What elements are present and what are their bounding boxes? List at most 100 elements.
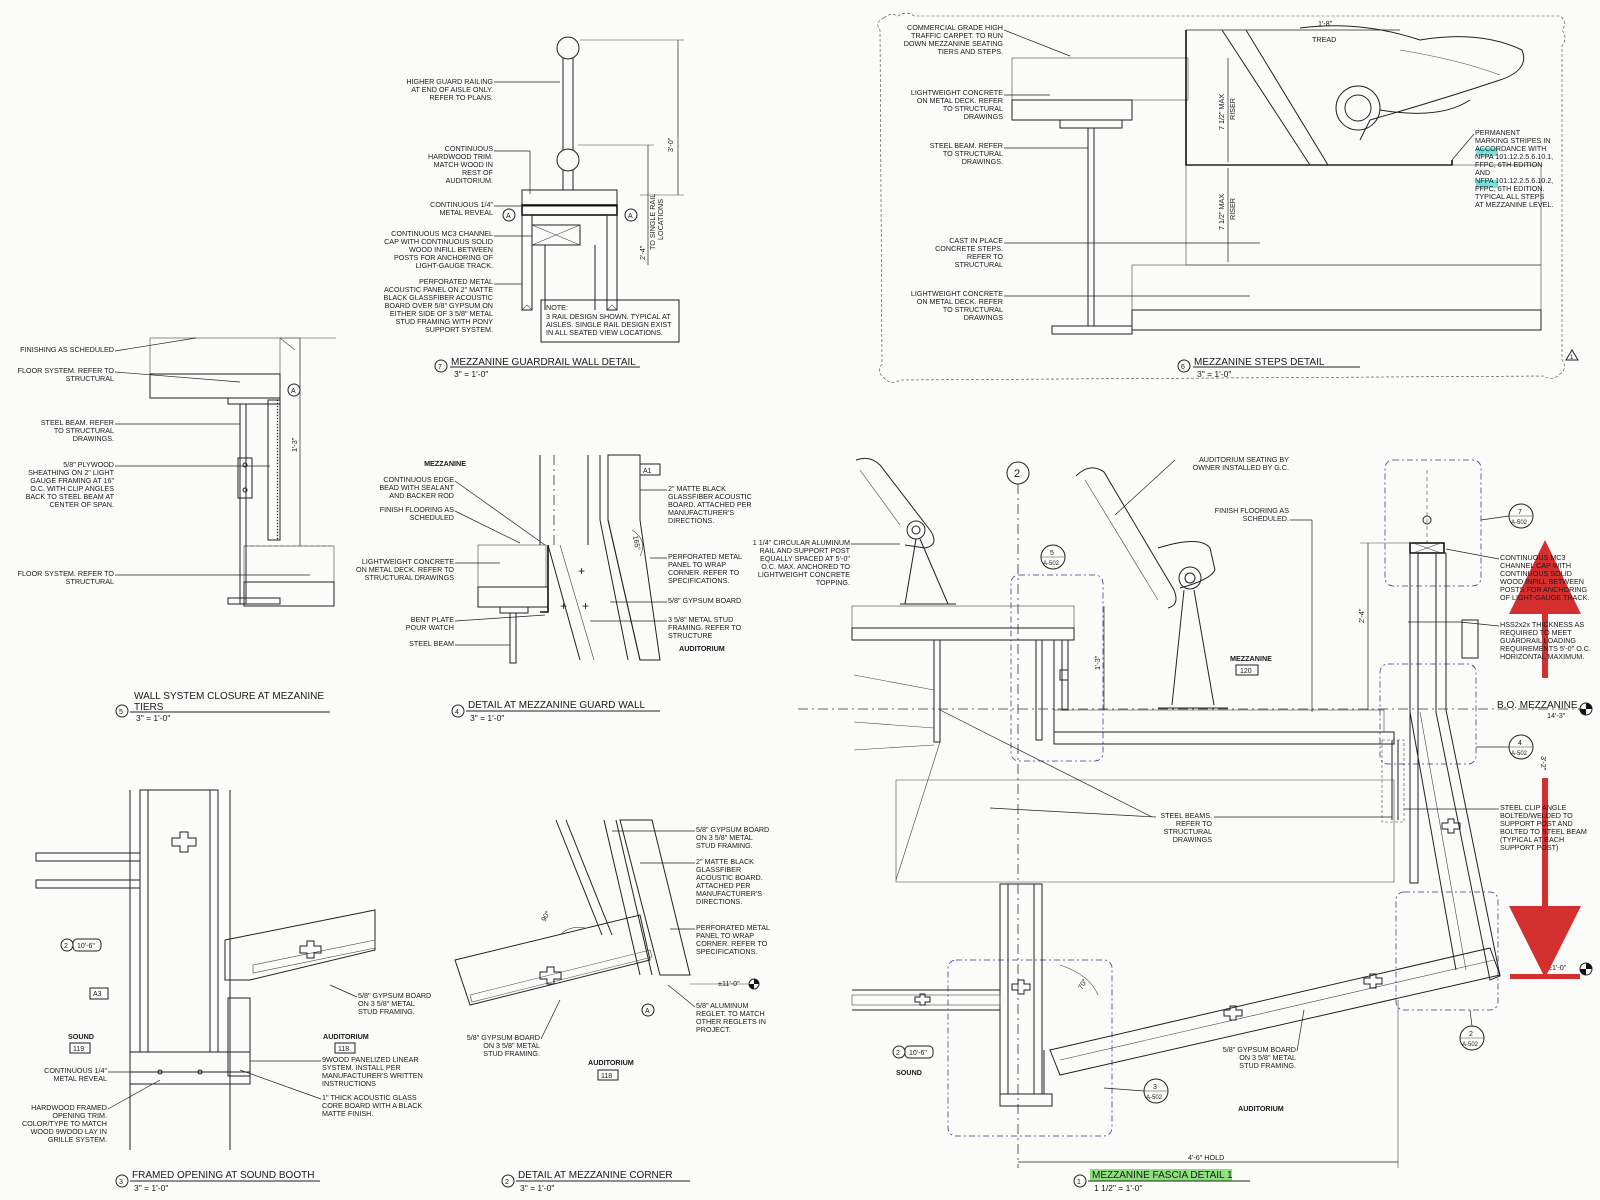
svg-text:1'-8": 1'-8"	[1318, 19, 1333, 28]
svg-text:MEZZANINE: MEZZANINE	[424, 459, 466, 468]
svg-text:FFPC, 6TH EDITION: FFPC, 6TH EDITION	[1475, 160, 1543, 169]
lw-concrete	[477, 544, 547, 588]
callout-2-a502[interactable]: 2A-502	[1459, 1025, 1485, 1051]
svg-text:2" MATTE BLACK: 2" MATTE BLACK	[696, 857, 754, 866]
svg-text:A-502: A-502	[1146, 1095, 1163, 1101]
booth-column	[999, 883, 1043, 1095]
svg-text:2: 2	[896, 1050, 900, 1057]
svg-text:3" = 1'-0": 3" = 1'-0"	[1197, 369, 1231, 379]
svg-text:STRUCTURE: STRUCTURE	[668, 631, 713, 640]
svg-text:STEEL BEAM. REFER: STEEL BEAM. REFER	[41, 418, 114, 427]
svg-text:5/8" GYPSUM BOARD: 5/8" GYPSUM BOARD	[1223, 1045, 1296, 1054]
svg-text:2: 2	[505, 1179, 509, 1186]
svg-text:119: 119	[73, 1046, 84, 1053]
svg-text:DIRECTIONS.: DIRECTIONS.	[668, 516, 714, 525]
sloped-beam	[454, 914, 651, 1006]
svg-text:ACOUSTIC BOARD.: ACOUSTIC BOARD.	[696, 873, 763, 882]
svg-text:GAUGE FRAMING AT 16": GAUGE FRAMING AT 16"	[30, 476, 114, 485]
sloped-beam	[224, 909, 376, 981]
svg-text:3" = 1'-0": 3" = 1'-0"	[470, 713, 504, 723]
callout-4-a502[interactable]: 4A-502	[1508, 734, 1534, 760]
title-detail-1: 1 MEZZANINE FASCIA DETAIL 1 1 1/2" = 1'-…	[1073, 1169, 1250, 1193]
svg-text:METAL REVEAL: METAL REVEAL	[53, 1074, 107, 1083]
svg-text:120: 120	[1240, 668, 1252, 675]
svg-text:GLASSFIBER: GLASSFIBER	[696, 865, 741, 874]
svg-text:GRILLE SYSTEM.: GRILLE SYSTEM.	[48, 1135, 107, 1144]
svg-text:9WOOD PANELIZED LINEAR: 9WOOD PANELIZED LINEAR	[322, 1055, 419, 1064]
tag-a: A	[641, 1003, 655, 1017]
callout-box-4	[1379, 663, 1477, 765]
svg-text:DRAWINGS.: DRAWINGS.	[73, 434, 114, 443]
theater-seat-right	[1075, 467, 1228, 709]
svg-text:CONTINUOUS SOLID: CONTINUOUS SOLID	[1500, 569, 1572, 578]
svg-text:REGLET. TO MATCH: REGLET. TO MATCH	[696, 1009, 765, 1018]
steel-beam-left	[1035, 639, 1069, 741]
bent-plate	[540, 545, 549, 613]
elev-marker: ±11'-0"	[690, 978, 760, 990]
svg-text:ON 3 5/8" METAL: ON 3 5/8" METAL	[483, 1041, 540, 1050]
svg-text:A-502: A-502	[1043, 561, 1060, 567]
svg-text:BLACK GLASSFIBER ACOUSTIC: BLACK GLASSFIBER ACOUSTIC	[384, 293, 493, 302]
stud-cross-icon	[1363, 973, 1383, 989]
tag-a: A	[287, 383, 301, 397]
svg-text:MARKING STRIPES IN: MARKING STRIPES IN	[1475, 136, 1550, 145]
svg-text:6: 6	[1181, 364, 1185, 371]
svg-text:AUDITORIUM SEATING BY: AUDITORIUM SEATING BY	[1199, 455, 1289, 464]
note-gypsum: 5/8" GYPSUM BOARD	[668, 596, 741, 605]
svg-text:CORNER. REFER TO: CORNER. REFER TO	[668, 568, 740, 577]
svg-text:3 5/8" METAL STUD: 3 5/8" METAL STUD	[668, 615, 733, 624]
note-steel-beams: STEEL BEAMS. REFER TO STRUCTURAL DRAWING…	[1160, 811, 1212, 844]
title-detail-4: 4 DETAIL AT MEZZANINE GUARD WALL 3" = 1'…	[451, 700, 660, 723]
hss-post	[1461, 619, 1479, 659]
acoustic-board	[619, 819, 691, 976]
svg-text:COLOR/TYPE TO MATCH: COLOR/TYPE TO MATCH	[22, 1119, 107, 1128]
svg-text:CONTINUOUS: CONTINUOUS	[445, 144, 494, 153]
acoustic-core	[227, 997, 251, 1077]
svg-text:REFER TO: REFER TO	[1176, 819, 1212, 828]
svg-text:BOLTED TO STEEL BEAM: BOLTED TO STEEL BEAM	[1500, 827, 1587, 836]
svg-text:TOPPING.: TOPPING.	[816, 578, 850, 587]
svg-text:TIERS: TIERS	[134, 702, 164, 713]
svg-text:5/8" PLYWOOD: 5/8" PLYWOOD	[63, 460, 114, 469]
elev-marker-low: ±1'-0"	[1548, 962, 1593, 976]
svg-text:SUPPORT POST AND: SUPPORT POST AND	[1500, 819, 1573, 828]
svg-text:MATTE FINISH.: MATTE FINISH.	[322, 1109, 373, 1118]
svg-text:DOWN MEZZANINE SEATING: DOWN MEZZANINE SEATING	[904, 39, 1004, 48]
svg-text:MATCH WOOD IN: MATCH WOOD IN	[434, 160, 493, 169]
svg-text:7 1/2" MAX: 7 1/2" MAX	[1217, 194, 1226, 230]
svg-text:MANUFACTURER'S: MANUFACTURER'S	[696, 889, 762, 898]
svg-text:POSTS FOR ANCHORING: POSTS FOR ANCHORING	[1500, 585, 1587, 594]
svg-text:IN ALL SEATED VIEW LOCATIONS.: IN ALL SEATED VIEW LOCATIONS.	[546, 328, 663, 337]
svg-text:SHEATHING ON 2" LIGHT: SHEATHING ON 2" LIGHT	[28, 468, 114, 477]
svg-text:5/8" GYPSUM BOARD: 5/8" GYPSUM BOARD	[696, 825, 769, 834]
svg-text:WOOD INFILL BETWEEN: WOOD INFILL BETWEEN	[409, 245, 493, 254]
svg-text:PERFORATED METAL: PERFORATED METAL	[696, 923, 770, 932]
svg-text:TO STRUCTURAL: TO STRUCTURAL	[54, 426, 114, 435]
stud-cross-icon	[1223, 1005, 1243, 1021]
svg-text:165°: 165°	[631, 535, 642, 551]
svg-text:+: +	[560, 599, 567, 613]
svg-text:5/8" GYPSUM BOARD: 5/8" GYPSUM BOARD	[668, 596, 741, 605]
svg-text:STRUCTURAL DRAWINGS: STRUCTURAL DRAWINGS	[365, 573, 455, 582]
callout-3-a502[interactable]: 3A-502	[1143, 1078, 1169, 1104]
revision-cloud	[877, 12, 1566, 383]
svg-text:OF LIGHT-GAUGE TRACK.: OF LIGHT-GAUGE TRACK.	[1500, 593, 1589, 602]
stud-cross-icon	[299, 940, 322, 959]
callout-7-a502[interactable]: 7A-502	[1508, 503, 1534, 529]
callout-5-a502[interactable]: 5A-502	[1040, 544, 1066, 570]
svg-text:AT END OF AISLE ONLY.: AT END OF AISLE ONLY.	[411, 85, 493, 94]
svg-text:CENTER OF SPAN.: CENTER OF SPAN.	[49, 500, 114, 509]
detail-4-guard-wall: ++ + A1 165° AUDITORIUM MEZZANINE CONTIN…	[356, 454, 752, 723]
upper-deck	[1011, 99, 1133, 121]
svg-text:ACOUSTIC PANEL ON 2" MATTE: ACOUSTIC PANEL ON 2" MATTE	[384, 285, 493, 294]
